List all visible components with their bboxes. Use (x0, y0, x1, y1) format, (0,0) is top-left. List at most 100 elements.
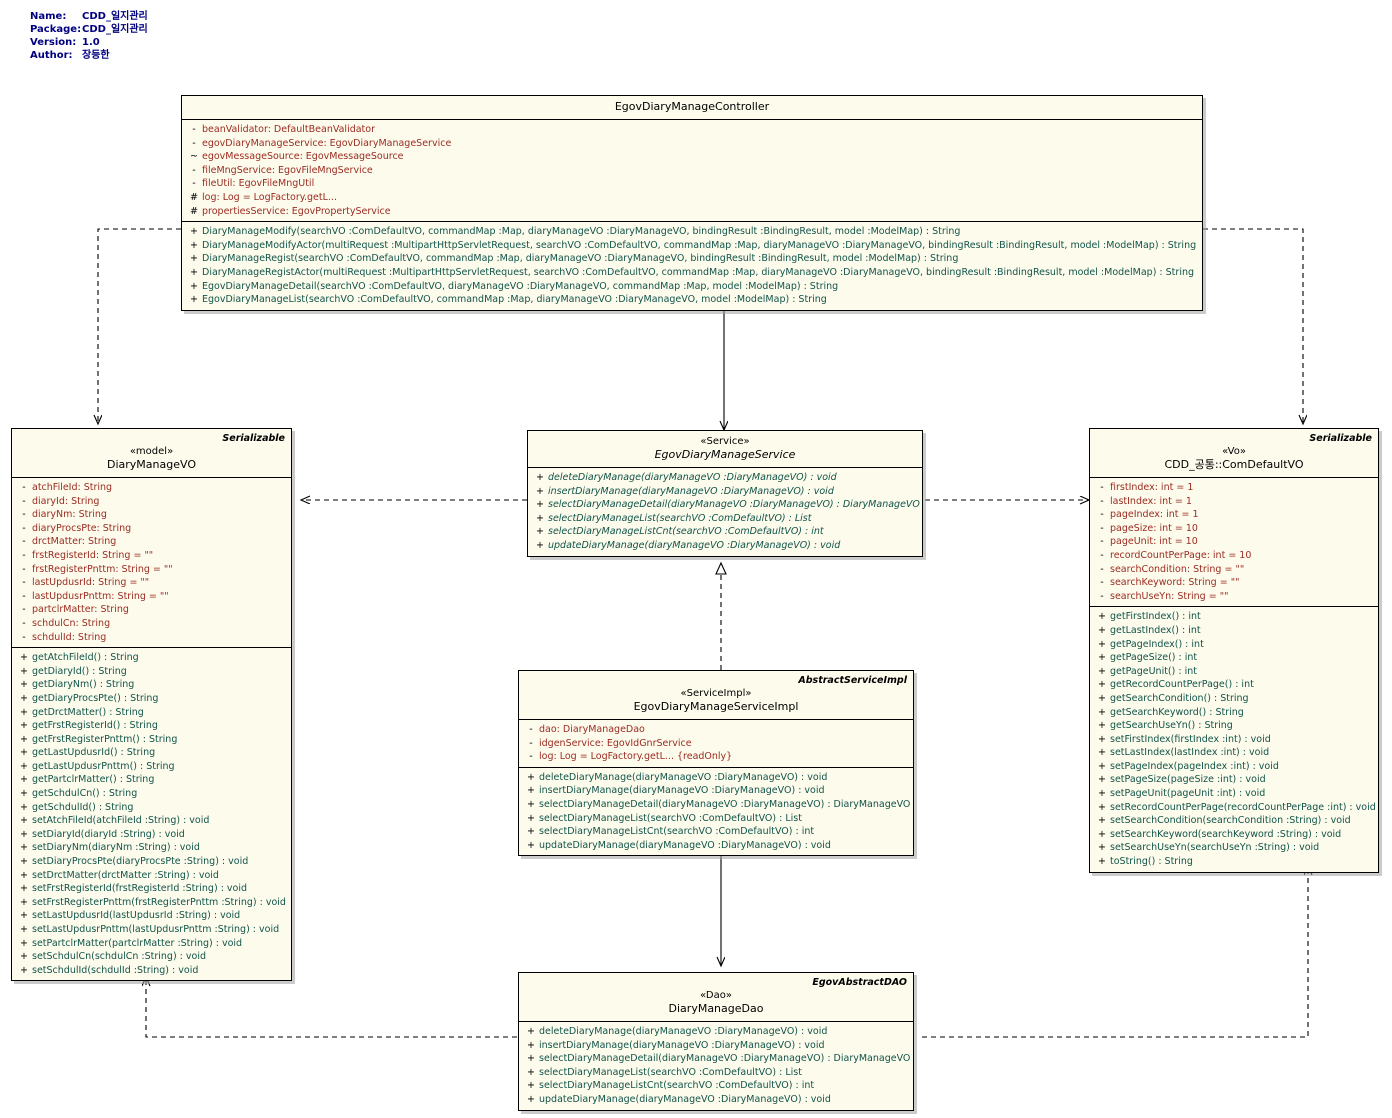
attribute-signature: fileMngService: EgovFileMngService (202, 164, 373, 176)
operation-row: +getFirstIndex() : int (1090, 610, 1378, 624)
operation-signature: selectDiaryManageList(searchVO :ComDefau… (548, 512, 812, 524)
visibility-marker: - (22, 536, 26, 548)
operation-signature: getFrstRegisterPnttm() : String (32, 733, 178, 745)
meta-value-package: CDD_일지관리 (82, 24, 148, 35)
visibility-marker: - (22, 577, 26, 589)
class-stereotype: «model» (129, 446, 174, 457)
visibility-marker: + (1098, 692, 1106, 704)
class-egov-diary-manage-service-impl[interactable]: AbstractServiceImpl «ServiceImpl» EgovDi… (518, 670, 914, 857)
class-header: EgovDiaryManageController (182, 96, 1202, 120)
visibility-marker: + (20, 815, 28, 827)
class-diary-manage-vo[interactable]: Serializable «model» DiaryManageVO -atch… (11, 428, 292, 982)
visibility-marker: + (190, 226, 198, 238)
visibility-marker: + (1098, 679, 1106, 691)
operation-signature: selectDiaryManageListCnt(searchVO :ComDe… (539, 826, 815, 838)
visibility-marker: + (190, 266, 198, 278)
operation-row: +setSearchCondition(searchCondition :Str… (1090, 814, 1378, 828)
class-tag: EgovAbstractDAO (812, 977, 907, 988)
operation-row: +setDiaryNm(diaryNm :String) : void (12, 841, 291, 855)
class-egov-diary-manage-service[interactable]: «Service» EgovDiaryManageService +delete… (527, 430, 923, 557)
visibility-marker: + (20, 951, 28, 963)
attributes-section: -dao: DiaryManageDao-idgenService: EgovI… (519, 720, 913, 768)
connector-dao-to-diarymanagevo (146, 977, 526, 1038)
visibility-marker: - (1100, 563, 1104, 575)
meta-label-name: Name: (30, 11, 67, 22)
visibility-marker: - (22, 617, 26, 629)
meta-label-author: Author: (30, 50, 73, 61)
visibility-marker: - (1100, 577, 1104, 589)
visibility-marker: - (1100, 495, 1104, 507)
operations-section: +DiaryManageModify(searchVO :ComDefaultV… (182, 222, 1202, 310)
visibility-marker: + (190, 253, 198, 265)
attribute-row: -firstIndex: int = 1 (1090, 481, 1378, 495)
operation-row: + setAtchFileId(atchFileId :String) : voi… (12, 814, 291, 828)
operation-row: +setPageSize(pageSize :int) : void (1090, 773, 1378, 787)
operation-row: +setDiaryProcsPte(diaryProcsPte :String)… (12, 855, 291, 869)
class-com-default-vo[interactable]: Serializable «Vo» CDD_공통::ComDefaultVO -… (1089, 428, 1379, 873)
attribute-row: -idgenService: EgovIdGnrService (519, 737, 913, 751)
visibility-marker: + (1098, 733, 1106, 745)
visibility-marker: + (20, 937, 28, 949)
attribute-signature: lastUpdusrId: String = "" (32, 577, 150, 589)
operation-signature: getLastUpdusrPnttm() : String (32, 760, 175, 772)
operations-section: +deleteDiaryManage(diaryManageVO :DiaryM… (519, 768, 913, 856)
class-header: Serializable «Vo» CDD_공통::ComDefaultVO (1090, 429, 1378, 478)
operation-signature: EgovDiaryManageDetail(searchVO :ComDefau… (202, 280, 839, 292)
visibility-marker: + (20, 692, 28, 704)
operation-signature: setSearchUseYn(searchUseYn :String) : vo… (1110, 842, 1320, 854)
visibility-marker: + (190, 294, 198, 306)
operation-row: +setSearchKeyword(searchKeyword :String)… (1090, 828, 1378, 842)
attribute-signature: schdulCn: String (32, 617, 111, 629)
operation-signature: selectDiaryManageListCnt(searchVO :ComDe… (539, 1080, 815, 1092)
meta-label-package: Package: (30, 24, 82, 35)
operation-row: +getSchdulId() : String (12, 801, 291, 815)
operation-signature: setSchdulId(schdulId :String) : void (32, 964, 199, 976)
operation-signature: setAtchFileId(atchFileId :String) : void (32, 815, 210, 827)
class-egov-diary-manage-controller[interactable]: EgovDiaryManageController -beanValidator… (181, 95, 1203, 311)
attribute-row: -diaryNm: String (12, 508, 291, 522)
visibility-marker: + (536, 472, 544, 483)
operation-signature: selectDiaryManageDetail(diaryManageVO :D… (548, 499, 920, 511)
visibility-marker: - (192, 137, 196, 149)
operation-signature: DiaryManageRegist(searchVO :ComDefaultVO… (202, 253, 959, 265)
operation-row: + setSchdulId(schdulId :String) : void (12, 964, 291, 978)
attribute-row: -diaryId: String (12, 495, 291, 509)
operation-signature: getDrctMatter() : String (32, 706, 144, 718)
visibility-marker: - (22, 495, 26, 507)
visibility-marker: - (22, 563, 26, 575)
meta-row-name: Name: CDD_일지관리 (30, 10, 148, 23)
operation-row: +selectDiaryManageDetail(diaryManageVO :… (519, 1052, 913, 1066)
operation-row: +setFrstRegisterPnttm(frstRegisterPnttm … (12, 896, 291, 910)
visibility-marker: + (20, 924, 28, 935)
visibility-marker: + (1098, 611, 1106, 623)
operation-row: +insertDiaryManage(diaryManageVO :DiaryM… (528, 485, 922, 499)
operation-signature: getPageSize() : int (1110, 652, 1198, 664)
operation-row: +getLastUpdusrPnttm() : String (12, 760, 291, 774)
operation-signature: deleteDiaryManage(diaryManageVO :DiaryMa… (539, 1026, 828, 1037)
operation-row: +setDrctMatter(drctMatter :String) : voi… (12, 869, 291, 883)
operation-signature: toString() : String (1110, 856, 1193, 868)
operation-row: +selectDiaryManageList(searchVO :ComDefa… (528, 512, 922, 526)
attribute-signature: searchUseYn: String = "" (1110, 590, 1229, 602)
operation-row: +getPageSize() : int (1090, 651, 1378, 665)
attribute-signature: frstRegisterId: String = "" (32, 549, 154, 561)
operation-signature: insertDiaryManage(diaryManageVO :DiaryMa… (539, 1039, 825, 1051)
operation-row: +insertDiaryManage(diaryManageVO :DiaryM… (519, 1039, 913, 1053)
attribute-row: -schdulId: String (12, 631, 291, 645)
operation-row: +getAtchFileId() : String (12, 651, 291, 665)
operations-section: +getAtchFileId() : String+getDiaryId() :… (12, 648, 291, 980)
operation-row: +setLastIndex(lastIndex :int) : void (1090, 746, 1378, 760)
visibility-marker: # (190, 205, 198, 217)
visibility-marker: - (192, 164, 196, 176)
operation-signature: EgovDiaryManageList(searchVO :ComDefault… (202, 294, 827, 306)
visibility-marker: + (20, 747, 28, 759)
operation-signature: setFirstIndex(firstIndex :int) : void (1110, 733, 1271, 745)
class-tag: Serializable (222, 433, 285, 444)
operation-signature: selectDiaryManageList(searchVO :ComDefau… (539, 812, 802, 824)
operation-signature: DiaryManageRegistActor(multiRequest :Mul… (202, 266, 1195, 278)
operation-signature: selectDiaryManageListCnt(searchVO :ComDe… (548, 526, 824, 538)
visibility-marker: + (20, 964, 28, 976)
class-diary-manage-dao[interactable]: EgovAbstractDAO «Dao» DiaryManageDao +de… (518, 972, 914, 1111)
operation-signature: getPageIndex() : int (1110, 638, 1204, 650)
class-stereotype: «ServiceImpl» (680, 688, 752, 699)
